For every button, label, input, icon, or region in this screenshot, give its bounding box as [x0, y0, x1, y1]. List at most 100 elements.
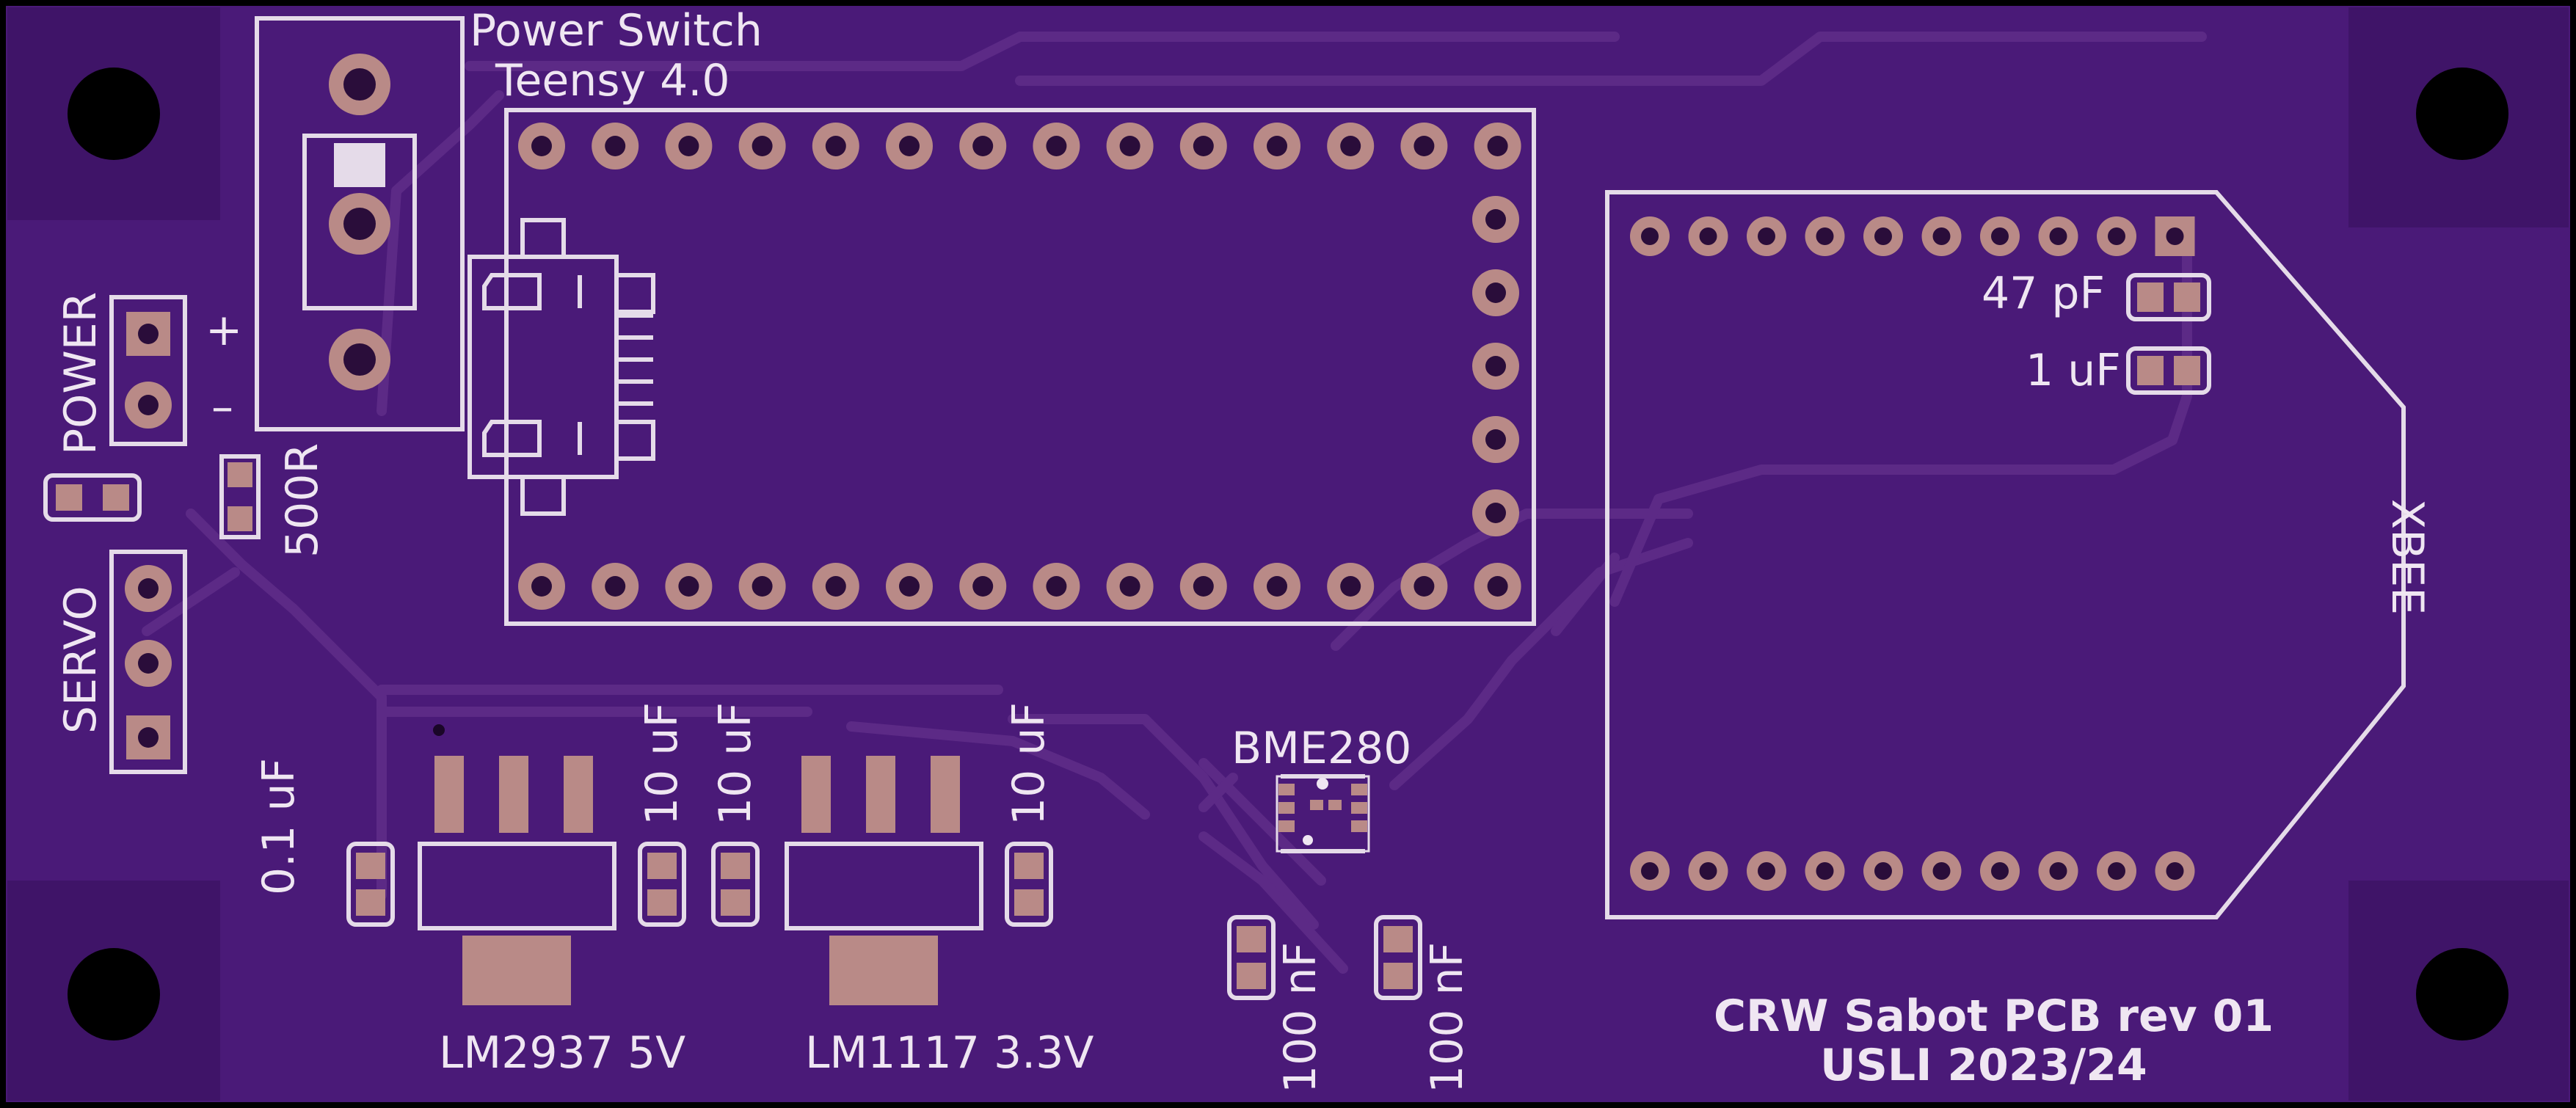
drill-hole [1485, 283, 1506, 303]
capacitor-10uf-b: 10 uF [710, 702, 761, 927]
board-title: CRW Sabot PCB rev 01 USLI 2023/24 [1714, 991, 2274, 1091]
capacitor-47pf: 47 pF [1982, 268, 2211, 321]
lm2937-label: LM2937 5V [439, 1027, 685, 1079]
power-switch-label: Power Switch [470, 5, 763, 57]
drill-hole [1816, 227, 1834, 245]
mounting-hole-icon [2416, 68, 2508, 160]
drill-hole [1758, 227, 1775, 245]
drill-hole [825, 576, 846, 597]
pcb-traces [142, 32, 2207, 974]
drill-hole [1046, 576, 1067, 597]
drill-hole [2049, 862, 2067, 880]
drill-hole [678, 136, 699, 156]
drill-hole [1487, 136, 1508, 156]
capacitor-10uf-c: 10 uF [1003, 702, 1055, 927]
plus-label: + [205, 305, 242, 356]
cap-100nf-a-label: 100 nF [1275, 942, 1326, 1093]
power-header: POWER + – [55, 292, 242, 455]
lm1117-label: LM1117 3.3V [805, 1027, 1094, 1079]
cap-10uf-c-label: 10 uF [1003, 702, 1055, 825]
drill-hole [2049, 227, 2067, 245]
drill-hole [1991, 227, 2009, 245]
drill-hole [605, 136, 626, 156]
cap-47pf-label: 47 pF [1982, 268, 2105, 319]
drill-hole [1119, 136, 1140, 156]
capacitor-100nf-b: 100 nF [1374, 915, 1473, 1093]
drill-hole [899, 136, 920, 156]
power-switch: Power Switch [255, 5, 763, 431]
board-title-line2: USLI 2023/24 [1820, 1040, 2147, 1091]
board-title-line1: CRW Sabot PCB rev 01 [1714, 991, 2274, 1042]
bme280-label: BME280 [1231, 723, 1411, 774]
regulator-lm1117: LM1117 3.3V [785, 756, 1094, 1079]
sensor-bme280: BME280 [1231, 723, 1411, 853]
drill-hole [1193, 136, 1214, 156]
drill-hole [1874, 227, 1892, 245]
drill-hole [1485, 209, 1506, 230]
mounting-hole-icon [68, 948, 160, 1040]
drill-hole [1340, 136, 1361, 156]
mounting-hole-icon [2416, 948, 2508, 1040]
capacitor-100nf-a: 100 nF [1227, 915, 1326, 1093]
servo-header: SERVO [55, 550, 187, 774]
drill-hole [1267, 576, 1287, 597]
resistor-500r: 500R [219, 443, 328, 558]
drill-hole [2166, 862, 2184, 880]
cap-10uf-a-label: 10 uF [636, 702, 688, 825]
servo-label: SERVO [55, 586, 106, 734]
drill-hole [899, 576, 920, 597]
drill-hole [1119, 576, 1140, 597]
drill-hole [1413, 136, 1435, 156]
drill-hole [1485, 356, 1506, 376]
teensy-module: Teensy 4.0 [467, 55, 1536, 626]
xbee-label: XBEE [2382, 499, 2433, 615]
cap-100nf-b-label: 100 nF [1422, 942, 1473, 1093]
drill-hole [1485, 503, 1506, 523]
capacitor-10uf-a: 10 uF [636, 702, 688, 927]
usb-connector [467, 218, 655, 516]
drill-hole [678, 576, 699, 597]
xbee-module: XBEE [1605, 190, 2433, 919]
drill-hole [1413, 576, 1435, 597]
drill-hole [972, 136, 994, 156]
drill-hole [1758, 862, 1775, 880]
cap-0-1uf-label: 0.1 uF [253, 758, 305, 895]
drill-hole [1991, 862, 2009, 880]
led-footprint [43, 473, 142, 522]
drill-hole [752, 576, 773, 597]
drill-hole [972, 576, 994, 597]
cap-1uf-label: 1 uF [2026, 345, 2121, 396]
drill-hole [1267, 136, 1287, 156]
minus-label: – [211, 382, 233, 433]
drill-hole [1641, 227, 1659, 245]
resistor-label: 500R [277, 443, 328, 558]
drill-hole [1699, 227, 1717, 245]
drill-hole [1340, 576, 1361, 597]
drill-hole [1932, 862, 1951, 880]
drill-hole [1193, 576, 1214, 597]
drill-hole [2166, 227, 2184, 245]
capacitor-1uf: 1 uF [2026, 345, 2211, 396]
drill-hole [752, 136, 773, 156]
teensy-label: Teensy 4.0 [495, 55, 730, 106]
drill-hole [2108, 862, 2125, 880]
drill-hole [1932, 227, 1951, 245]
regulator-lm2937: LM2937 5V [418, 724, 685, 1079]
drill-hole [531, 576, 552, 597]
drill-hole [1641, 862, 1659, 880]
drill-hole [825, 136, 846, 156]
drill-hole [1485, 429, 1506, 450]
drill-hole [1046, 136, 1067, 156]
drill-hole [1699, 862, 1717, 880]
drill-hole [1816, 862, 1834, 880]
drill-hole [2108, 227, 2125, 245]
power-label: POWER [55, 292, 106, 455]
mounting-hole-icon [68, 68, 160, 160]
drill-hole [1487, 576, 1508, 597]
drill-hole [531, 136, 552, 156]
drill-hole [605, 576, 626, 597]
capacitor-0-1uf: 0.1 uF [253, 758, 395, 927]
cap-10uf-b-label: 10 uF [710, 702, 761, 825]
